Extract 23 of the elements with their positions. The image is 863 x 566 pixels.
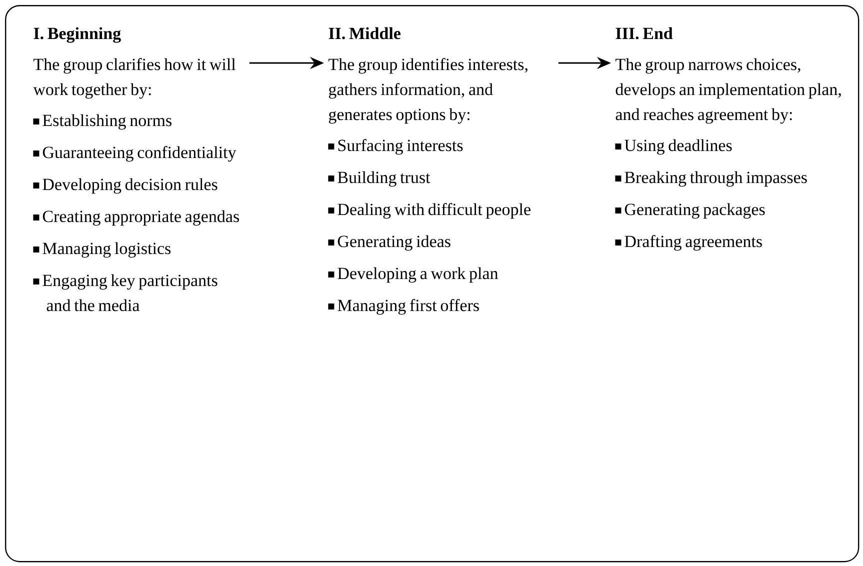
- intro-text: The group identifies interests, gathers information, and generates options by:: [328, 58, 528, 124]
- bullet-item: Generating packages: [615, 203, 765, 219]
- frame-box: [5, 5, 860, 562]
- bullet-item: Generating ideas: [328, 235, 450, 251]
- bullet-item: Surfacing interests: [328, 139, 463, 155]
- bullet-item: Developing a work plan: [328, 267, 498, 283]
- bullet-item: Using deadlines: [615, 139, 732, 155]
- column-heading: I. Beginning: [34, 27, 121, 43]
- intro-text: The group clarifies how it will work together by:: [33, 58, 236, 99]
- bullet-item: Guaranteeing confidentiality: [33, 146, 236, 162]
- column-heading: III. End: [616, 27, 673, 40]
- intro-text: The group narrows choices, develops an implementation plan, and reaches agreement by:: [616, 58, 841, 124]
- bullet-item: Engaging key participants and the media: [33, 274, 218, 312]
- bullet-item: Establishing norms: [33, 114, 172, 130]
- bullet-item: Developing decision rules: [33, 178, 218, 194]
- bullet-item: Managing first offers: [328, 299, 479, 315]
- bullet-item: Breaking through impasses: [615, 171, 807, 187]
- bullet-item: Dealing with difficult people: [328, 203, 530, 219]
- column-heading: II. Middle: [328, 27, 401, 40]
- bullet-item: Creating appropriate agendas: [33, 210, 239, 226]
- bullet-item: Managing logistics: [33, 242, 171, 258]
- bullet-item: Building trust: [328, 171, 430, 187]
- bullet-item: Drafting agreements: [615, 235, 762, 251]
